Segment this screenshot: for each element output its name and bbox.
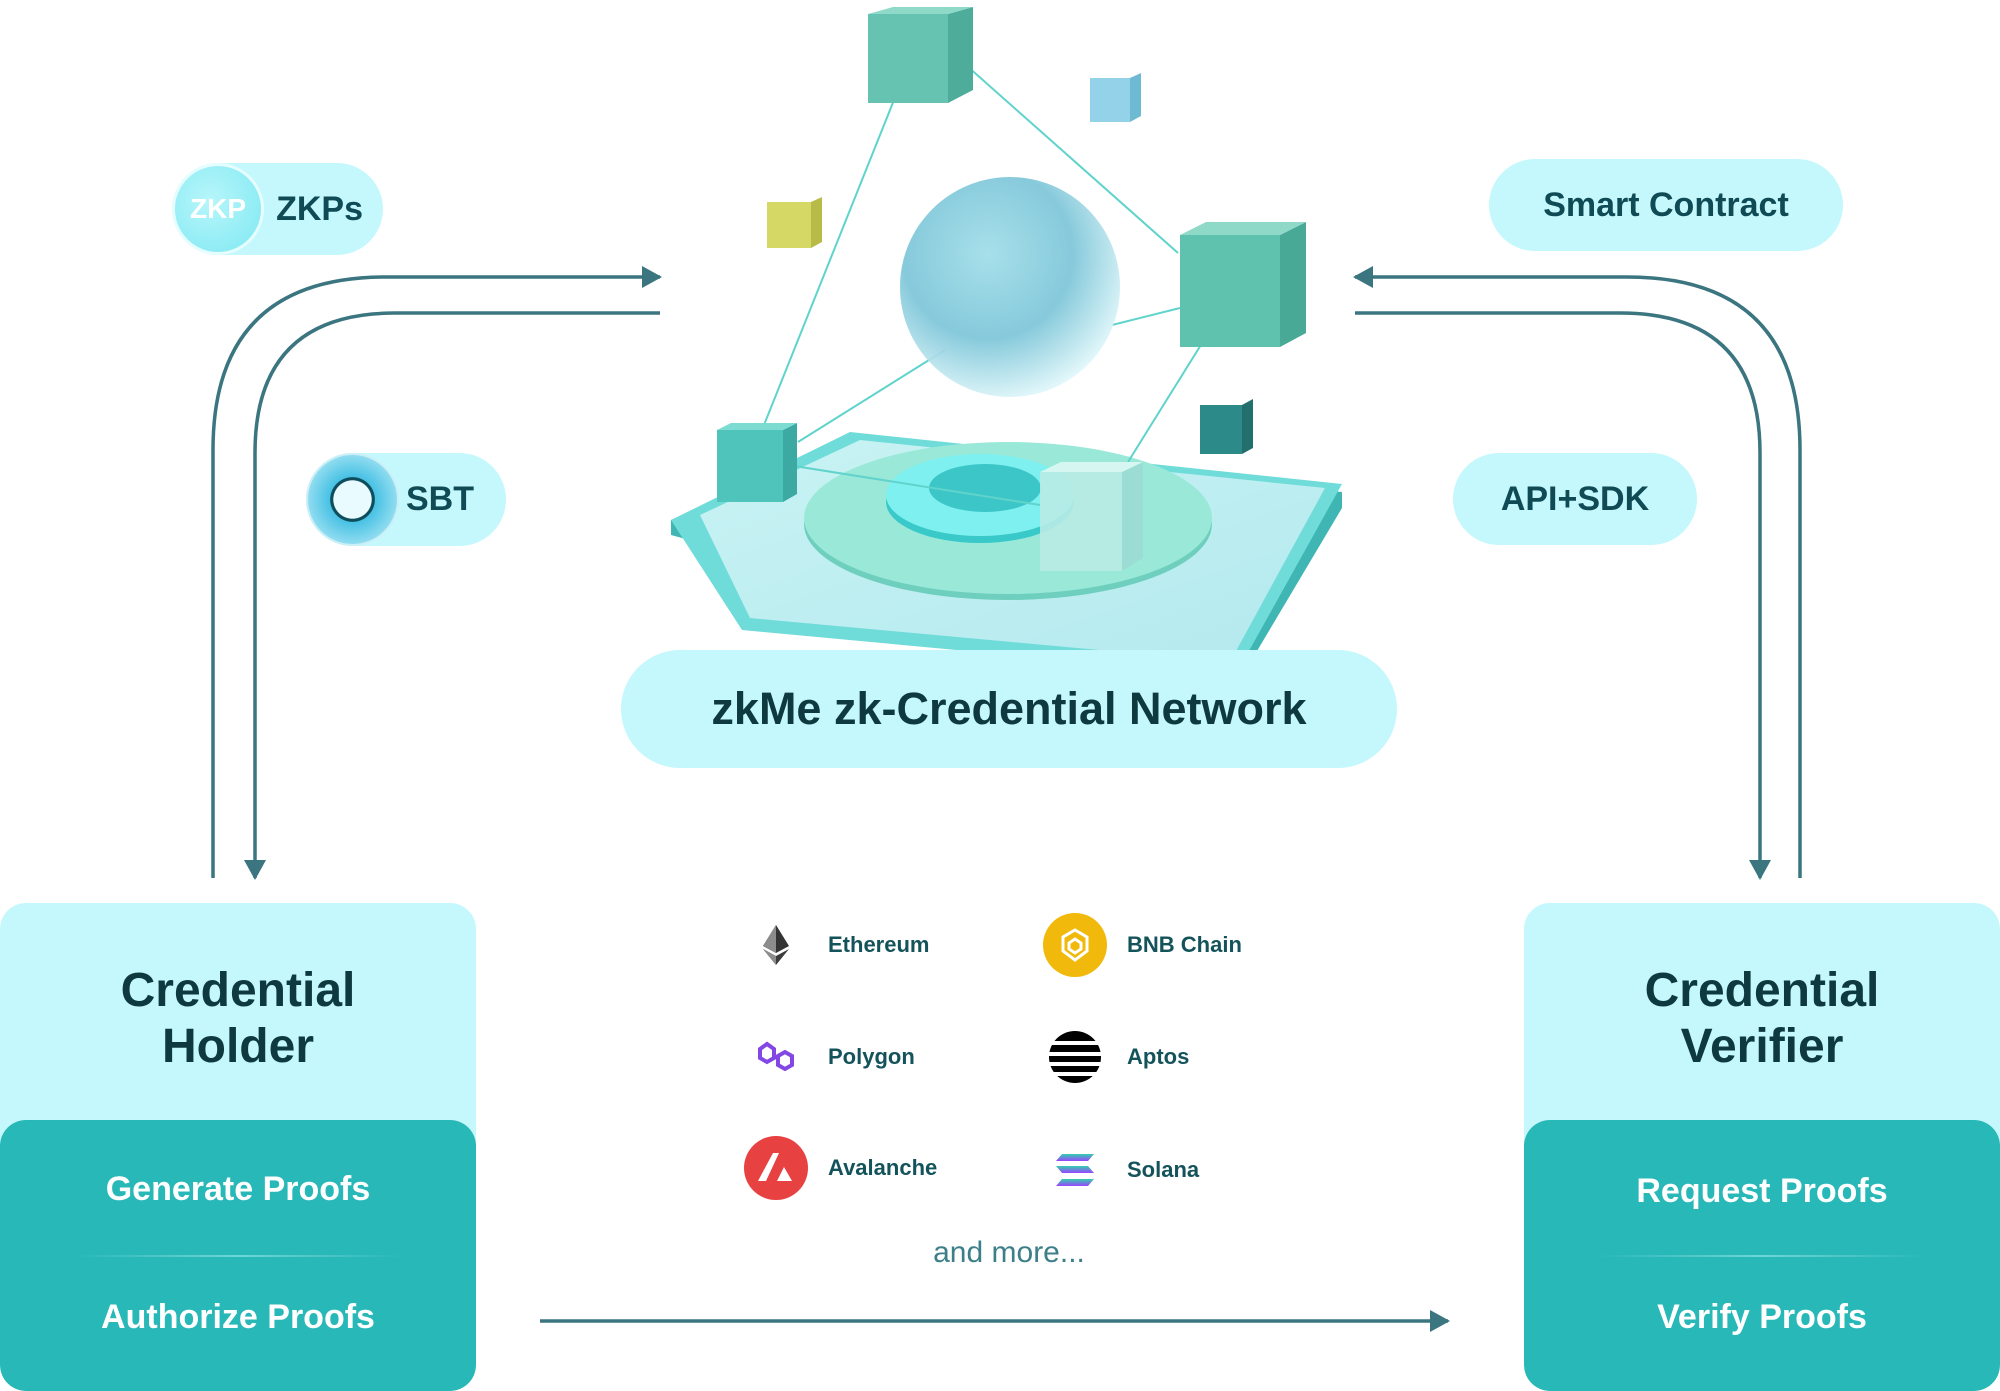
cube-top bbox=[868, 7, 973, 103]
cube-blue bbox=[1090, 73, 1141, 122]
authorize-proofs: Authorize Proofs bbox=[101, 1298, 375, 1336]
smart-contract-badge: Smart Contract bbox=[1489, 159, 1843, 251]
chain-ethereum: Ethereum bbox=[744, 913, 929, 977]
sbt-icon bbox=[306, 453, 399, 546]
divider bbox=[75, 1255, 401, 1257]
verifier-to-network-arrow bbox=[1353, 266, 1802, 878]
aptos-icon bbox=[1043, 1025, 1107, 1089]
ethereum-icon bbox=[744, 913, 808, 977]
generate-proofs: Generate Proofs bbox=[105, 1170, 371, 1208]
chain-bnb: BNB Chain bbox=[1043, 913, 1242, 977]
holder-title: Credential Holder bbox=[120, 964, 356, 1073]
zk-network-3d-illustration bbox=[671, 7, 1342, 688]
zkp-icon: ZKP bbox=[172, 163, 264, 255]
divider bbox=[1599, 1255, 1925, 1257]
network-title: zkMe zk-Credential Network bbox=[621, 650, 1397, 768]
network-to-verifier-arrow bbox=[1355, 311, 1771, 880]
solana-icon bbox=[1043, 1138, 1107, 1202]
avalanche-icon bbox=[744, 1136, 808, 1200]
polygon-icon bbox=[744, 1025, 808, 1089]
credential-verifier-card: Credential Verifier Request Proofs Verif… bbox=[1524, 903, 2000, 1391]
holder-to-network-arrow bbox=[211, 266, 662, 878]
cube-dark bbox=[1200, 399, 1253, 454]
zkps-badge: ZKP ZKPs bbox=[172, 163, 383, 255]
cube-glass bbox=[1040, 462, 1143, 571]
chain-aptos: Aptos bbox=[1043, 1025, 1189, 1089]
network-to-holder-arrow bbox=[244, 311, 660, 880]
holder-actions: Generate Proofs Authorize Proofs bbox=[0, 1120, 476, 1391]
verifier-title: Credential Verifier bbox=[1644, 964, 1880, 1073]
bnb-chain-icon bbox=[1043, 913, 1107, 977]
cube-left bbox=[717, 423, 797, 502]
sbt-badge: SBT bbox=[306, 453, 506, 546]
api-sdk-badge: API+SDK bbox=[1453, 453, 1697, 545]
zkps-label: ZKPs bbox=[276, 189, 363, 228]
cube-right bbox=[1180, 222, 1306, 347]
chain-solana: Solana bbox=[1043, 1138, 1199, 1202]
chains-more: and more... bbox=[933, 1236, 1085, 1269]
chain-polygon: Polygon bbox=[744, 1025, 915, 1089]
chain-avalanche: Avalanche bbox=[744, 1136, 937, 1200]
verifier-actions: Request Proofs Verify Proofs bbox=[1524, 1120, 2000, 1391]
credential-holder-card: Credential Holder Generate Proofs Author… bbox=[0, 903, 476, 1391]
request-proofs: Request Proofs bbox=[1636, 1172, 1888, 1210]
sbt-label: SBT bbox=[406, 480, 474, 518]
glass-sphere bbox=[900, 177, 1120, 397]
verify-proofs: Verify Proofs bbox=[1657, 1298, 1867, 1336]
cube-yellow bbox=[767, 197, 822, 248]
